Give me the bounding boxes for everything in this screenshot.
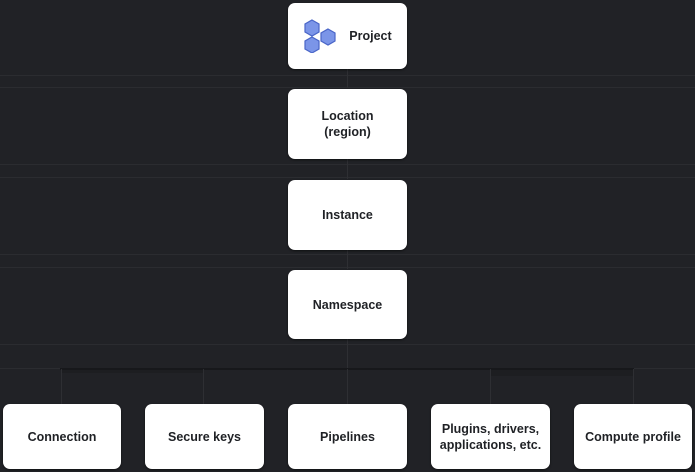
node-compute-profile[interactable]: Compute profile <box>574 404 692 469</box>
connector-drop-secure-keys <box>203 369 204 404</box>
connector-location-to-instance <box>347 159 348 179</box>
node-plugins-label: Plugins, drivers, applications, etc. <box>439 421 542 452</box>
node-instance-label: Instance <box>322 208 373 222</box>
node-compute-profile-label: Compute profile <box>585 429 681 444</box>
node-project[interactable]: Project <box>288 3 407 69</box>
node-connection-label: Connection <box>27 429 97 444</box>
node-instance[interactable]: Instance <box>288 180 407 250</box>
node-secure-keys[interactable]: Secure keys <box>145 404 264 469</box>
node-namespace-label: Namespace <box>312 297 383 312</box>
node-plugins[interactable]: Plugins, drivers, applications, etc. <box>431 404 550 469</box>
node-connection[interactable]: Connection <box>3 404 121 469</box>
connector-drop-compute-profile <box>633 369 634 404</box>
connector-project-to-location <box>347 69 348 88</box>
node-pipelines-label: Pipelines <box>320 429 375 444</box>
node-project-label: Project <box>349 29 392 43</box>
node-pipelines[interactable]: Pipelines <box>288 404 407 469</box>
connector-drop-pipelines <box>347 369 348 404</box>
node-namespace[interactable]: Namespace <box>288 270 407 339</box>
connector-drop-connection <box>61 369 62 404</box>
node-location-label: Location (region) <box>321 109 374 139</box>
connector-shade <box>62 369 204 373</box>
connector-drop-plugins <box>490 369 491 404</box>
connector-instance-to-namespace <box>347 249 348 269</box>
hexagon-cluster-icon <box>303 19 337 54</box>
node-secure-keys-label: Secure keys <box>168 429 241 444</box>
connector-namespace-to-bus <box>347 339 348 369</box>
node-location[interactable]: Location (region) <box>288 89 407 159</box>
connector-shade <box>490 370 634 376</box>
